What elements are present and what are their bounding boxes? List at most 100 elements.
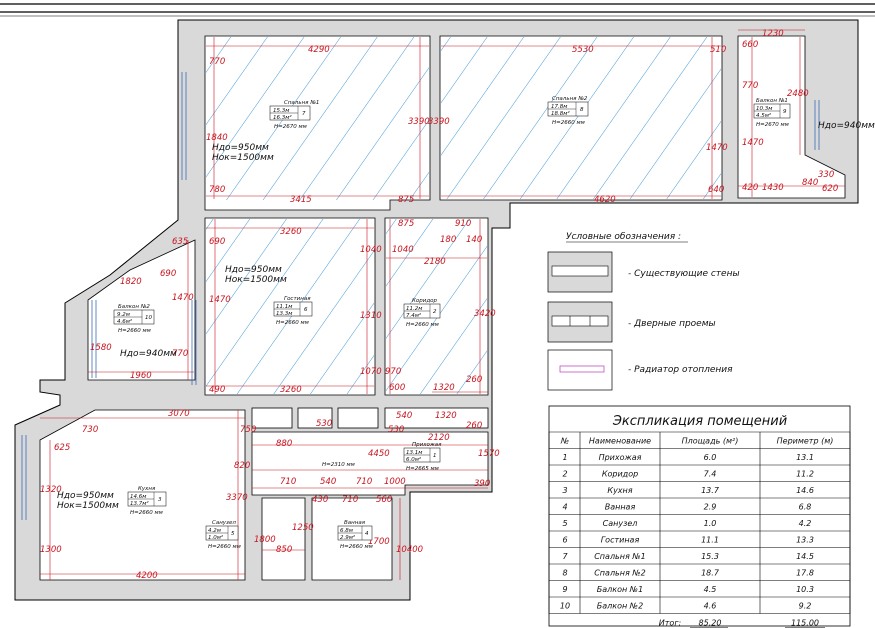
dim-label: 3390 bbox=[428, 117, 450, 127]
svg-text:H=2660 мм: H=2660 мм bbox=[276, 320, 309, 326]
svg-text:1: 1 bbox=[433, 453, 437, 459]
dim-label: 4620 bbox=[594, 195, 616, 205]
svg-text:Балкон №1: Балкон №1 bbox=[756, 98, 788, 104]
dim-label: 690 bbox=[160, 269, 176, 279]
legend-door-symbol bbox=[547, 301, 613, 343]
dim-label: 540 bbox=[396, 411, 412, 421]
svg-text:16.3м²: 16.3м² bbox=[273, 114, 292, 121]
dim-label: 1000 bbox=[384, 477, 406, 487]
table-cell: Ванная bbox=[605, 503, 636, 512]
table-cell: 15.3 bbox=[701, 552, 719, 561]
dim-label: 3415 bbox=[290, 195, 312, 205]
dim-label: 1580 bbox=[90, 343, 112, 353]
window-height-note: Hок=1500мм bbox=[225, 275, 287, 285]
dim-label: 2120 bbox=[428, 433, 450, 443]
svg-text:11.2м: 11.2м bbox=[406, 306, 422, 312]
table-cell: 4.2 bbox=[799, 519, 812, 528]
dim-label: 390 bbox=[474, 479, 490, 489]
dim-label: 690 bbox=[209, 237, 225, 247]
dim-label: 1470 bbox=[209, 295, 231, 305]
table-total-area: 85.20 bbox=[699, 619, 722, 628]
dim-label: 3390 bbox=[408, 117, 430, 127]
table-cell: 9.2 bbox=[799, 602, 812, 611]
svg-text:7: 7 bbox=[302, 111, 306, 117]
svg-text:9: 9 bbox=[783, 109, 787, 115]
table-cell: 3 bbox=[562, 486, 567, 495]
table-cell: 14.6 bbox=[796, 486, 814, 495]
table-cell: 17.8 bbox=[796, 569, 814, 578]
table-cell: 10.3 bbox=[796, 585, 814, 594]
svg-text:Прихожая: Прихожая bbox=[412, 442, 442, 448]
dim-label: 1570 bbox=[478, 449, 500, 459]
dim-label: 5530 bbox=[572, 45, 594, 55]
svg-text:13.7м²: 13.7м² bbox=[130, 500, 149, 507]
dim-label: 1230 bbox=[762, 29, 784, 39]
svg-text:13.3м: 13.3м bbox=[276, 311, 292, 317]
dim-label: 750 bbox=[240, 425, 256, 435]
svg-text:H=2660 мм: H=2660 мм bbox=[130, 510, 163, 516]
dim-label: 140 bbox=[466, 235, 482, 245]
dim-label: 640 bbox=[708, 185, 724, 195]
svg-text:9.2м: 9.2м bbox=[117, 312, 130, 318]
dim-label: 840 bbox=[802, 178, 818, 188]
svg-text:11.1м: 11.1м bbox=[276, 304, 292, 310]
room-label-hallway: Прихожая 13.1м 6.0м² 1 H=2665 мм bbox=[403, 442, 442, 472]
dim-label: 660 bbox=[742, 40, 758, 50]
room-label-bedroom-1: Спальня №1 15.3м 16.3м² 7 H=2670 мм bbox=[269, 100, 319, 130]
svg-text:Спальня №2: Спальня №2 bbox=[552, 96, 588, 102]
svg-text:4.6м²: 4.6м² bbox=[117, 318, 133, 325]
table-header-cell: Наименование bbox=[589, 437, 651, 446]
legend-label: - Существующие стены bbox=[628, 269, 740, 279]
table-cell: 4 bbox=[562, 503, 567, 512]
svg-text:5: 5 bbox=[231, 531, 235, 537]
table-total-label: Итог: bbox=[659, 619, 682, 628]
ceiling-height-note: H=2310 мм bbox=[322, 462, 355, 468]
sill-height-note: Hдо=940мм bbox=[120, 349, 177, 359]
legend-wall-symbol bbox=[547, 251, 613, 293]
window-notes: Hдо=950мм Hок=1500мм Hдо=950мм Hок=1500м… bbox=[57, 121, 875, 511]
svg-text:H=2660 мм: H=2660 мм bbox=[406, 322, 439, 328]
svg-text:13.1м: 13.1м bbox=[406, 450, 422, 456]
dim-label: 1320 bbox=[40, 485, 62, 495]
table-cell: Спальня №1 bbox=[594, 552, 646, 561]
dim-label: 4290 bbox=[308, 45, 330, 55]
table-cell: Кухня bbox=[607, 486, 632, 495]
table-cell: 7 bbox=[562, 552, 568, 561]
svg-text:Кухня: Кухня bbox=[138, 486, 156, 492]
room-labels: Спальня №1 15.3м 16.3м² 7 H=2670 мм Спал… bbox=[113, 96, 791, 550]
table-cell: Балкон №1 bbox=[597, 585, 643, 594]
dim-label: 770 bbox=[172, 349, 188, 359]
svg-text:4: 4 bbox=[365, 531, 369, 537]
dim-label: 330 bbox=[818, 170, 834, 180]
dim-label: 710 bbox=[342, 495, 358, 505]
svg-text:H=2665 мм: H=2665 мм bbox=[406, 466, 439, 472]
dim-label: 635 bbox=[172, 237, 188, 247]
svg-text:8: 8 bbox=[580, 107, 584, 113]
room-label-kitchen: Кухня 14.6м 13.7м² 3 H=2660 мм bbox=[127, 486, 167, 516]
table-cell: 5 bbox=[562, 519, 567, 528]
dim-label: 540 bbox=[320, 477, 336, 487]
sill-height-note: Hдо=950мм bbox=[212, 143, 269, 153]
dim-label: 1470 bbox=[706, 143, 728, 153]
dim-label: 1310 bbox=[360, 311, 382, 321]
room-label-balcony-1: Балкон №1 10.3м 4.5м² 9 H=2670 мм bbox=[753, 98, 791, 128]
dim-label: 3260 bbox=[280, 227, 302, 237]
svg-text:6.0м²: 6.0м² bbox=[406, 456, 422, 463]
legend-label: - Дверные проемы bbox=[628, 319, 716, 329]
table-cell: 7.4 bbox=[704, 470, 717, 479]
windows bbox=[21, 72, 820, 520]
table-cell: Коридор bbox=[602, 470, 638, 479]
table-cell: 9 bbox=[562, 585, 567, 594]
dim-label: 625 bbox=[54, 443, 70, 453]
svg-text:6: 6 bbox=[304, 307, 308, 313]
table-cell: 6.8 bbox=[799, 503, 812, 512]
table-cell: 1 bbox=[562, 453, 567, 462]
table-cell: 13.7 bbox=[701, 486, 720, 495]
svg-text:Балкон №2: Балкон №2 bbox=[118, 304, 150, 310]
dimension-lines bbox=[40, 29, 845, 580]
table-cell: Спальня №2 bbox=[594, 569, 646, 578]
table-cell: 2 bbox=[562, 470, 567, 479]
dim-label: 1320 bbox=[435, 411, 457, 421]
dim-label: 1960 bbox=[130, 371, 152, 381]
